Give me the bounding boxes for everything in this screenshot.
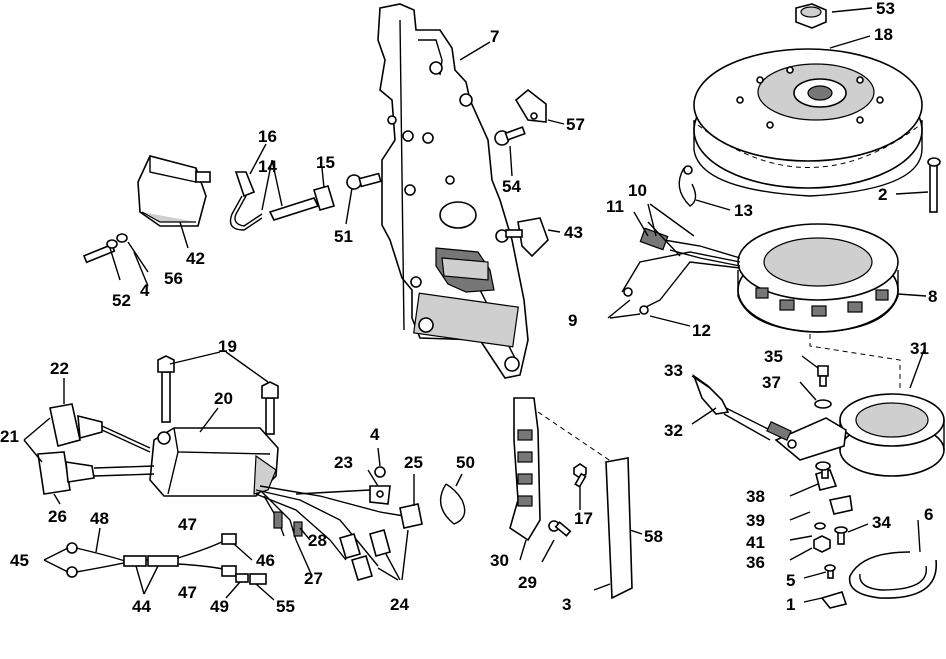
callout-52: 52	[112, 291, 131, 310]
callout-36: 36	[746, 553, 765, 572]
ground-lead-23	[369, 466, 391, 505]
callout-20: 20	[214, 389, 233, 408]
callout-58: 58	[644, 527, 663, 546]
callout-29: 29	[518, 573, 537, 592]
callout-10: 10	[628, 181, 647, 200]
callout-34: 34	[872, 513, 891, 532]
callout-9: 9	[568, 311, 577, 330]
clip-57	[514, 88, 547, 123]
callout-46: 46	[256, 551, 275, 570]
retaining-ring-6	[848, 551, 937, 599]
callout-44: 44	[132, 597, 151, 616]
flywheel-nut	[795, 3, 827, 29]
stator-screw-2	[927, 157, 941, 213]
timer-small-parts	[813, 365, 853, 609]
coil-screw-washer	[82, 233, 128, 264]
callout-51: 51	[334, 227, 353, 246]
callout-22: 22	[50, 359, 69, 378]
callout-19: 19	[218, 337, 237, 356]
callout-38: 38	[746, 487, 765, 506]
callout-49: 49	[210, 597, 229, 616]
callout-1: 1	[786, 595, 795, 614]
callout-53: 53	[876, 0, 895, 18]
callout-25: 25	[404, 453, 423, 472]
callout-15: 15	[316, 153, 335, 172]
bolt-51	[346, 172, 382, 190]
callout-50: 50	[456, 453, 475, 472]
callout-7: 7	[490, 27, 499, 46]
connector-22	[49, 403, 151, 453]
callout-8: 8	[928, 287, 937, 306]
spark-plug-lead-15	[268, 185, 335, 221]
callout-45: 45	[10, 551, 29, 570]
callout-27: 27	[304, 569, 323, 588]
callout-35: 35	[764, 347, 783, 366]
callout-4-lower: 4	[370, 425, 380, 444]
callout-6: 6	[924, 505, 933, 524]
callout-18: 18	[874, 25, 893, 44]
callout-24: 24	[390, 595, 409, 614]
stator-assembly	[737, 223, 899, 333]
callout-17: 17	[574, 509, 593, 528]
callout-21: 21	[0, 427, 19, 446]
callout-4-upper: 4	[140, 281, 150, 300]
callout-57: 57	[566, 115, 585, 134]
harness-44-45	[66, 533, 237, 578]
callout-labels: 53 18 7 57 16 15 14 54 10 2 11 13 51 43 …	[0, 0, 937, 616]
callout-43: 43	[564, 223, 583, 242]
power-pack	[149, 427, 279, 497]
ignition-coil	[137, 155, 211, 227]
callout-31: 31	[910, 339, 929, 358]
callout-32: 32	[664, 421, 683, 440]
power-pack-bolts-19	[157, 355, 279, 445]
clamp-50	[439, 483, 466, 525]
callout-30: 30	[490, 551, 509, 570]
rectifier-cover-58	[537, 411, 633, 600]
ignition-bracket-plate	[377, 3, 529, 379]
callout-26: 26	[48, 507, 67, 526]
callout-41: 41	[746, 533, 765, 552]
clip-43	[495, 217, 549, 258]
callout-54: 54	[502, 177, 521, 196]
spark-plug-lead-16	[229, 171, 263, 231]
callout-56: 56	[164, 269, 183, 288]
callout-5: 5	[786, 571, 795, 590]
callout-2: 2	[878, 185, 887, 204]
stator-wire-harness	[621, 221, 741, 315]
callout-33: 33	[664, 361, 683, 380]
callout-13: 13	[734, 201, 753, 220]
rectifier-bracket-30	[509, 397, 541, 542]
timer-base	[774, 393, 945, 477]
callout-14: 14	[258, 157, 277, 176]
screws-17-29	[548, 463, 587, 537]
callout-39: 39	[746, 511, 765, 530]
bolt-54	[494, 126, 526, 146]
callout-48: 48	[90, 509, 109, 528]
connector-26	[37, 451, 155, 495]
callout-23: 23	[334, 453, 353, 472]
power-pack-wire-bundle	[255, 485, 423, 581]
callout-47-lower: 47	[178, 583, 197, 602]
callout-47-upper: 47	[178, 515, 197, 534]
callout-11: 11	[606, 197, 624, 216]
callout-42: 42	[186, 249, 205, 268]
callout-12: 12	[692, 321, 711, 340]
callout-16: 16	[258, 127, 277, 146]
callout-3: 3	[562, 595, 571, 614]
wire-clip-13	[678, 165, 697, 207]
leader-lines	[23, 7, 929, 603]
callout-55: 55	[276, 597, 295, 616]
callout-37: 37	[762, 373, 781, 392]
connector-49	[235, 573, 267, 585]
flywheel	[693, 48, 923, 197]
callout-28: 28	[308, 531, 327, 550]
